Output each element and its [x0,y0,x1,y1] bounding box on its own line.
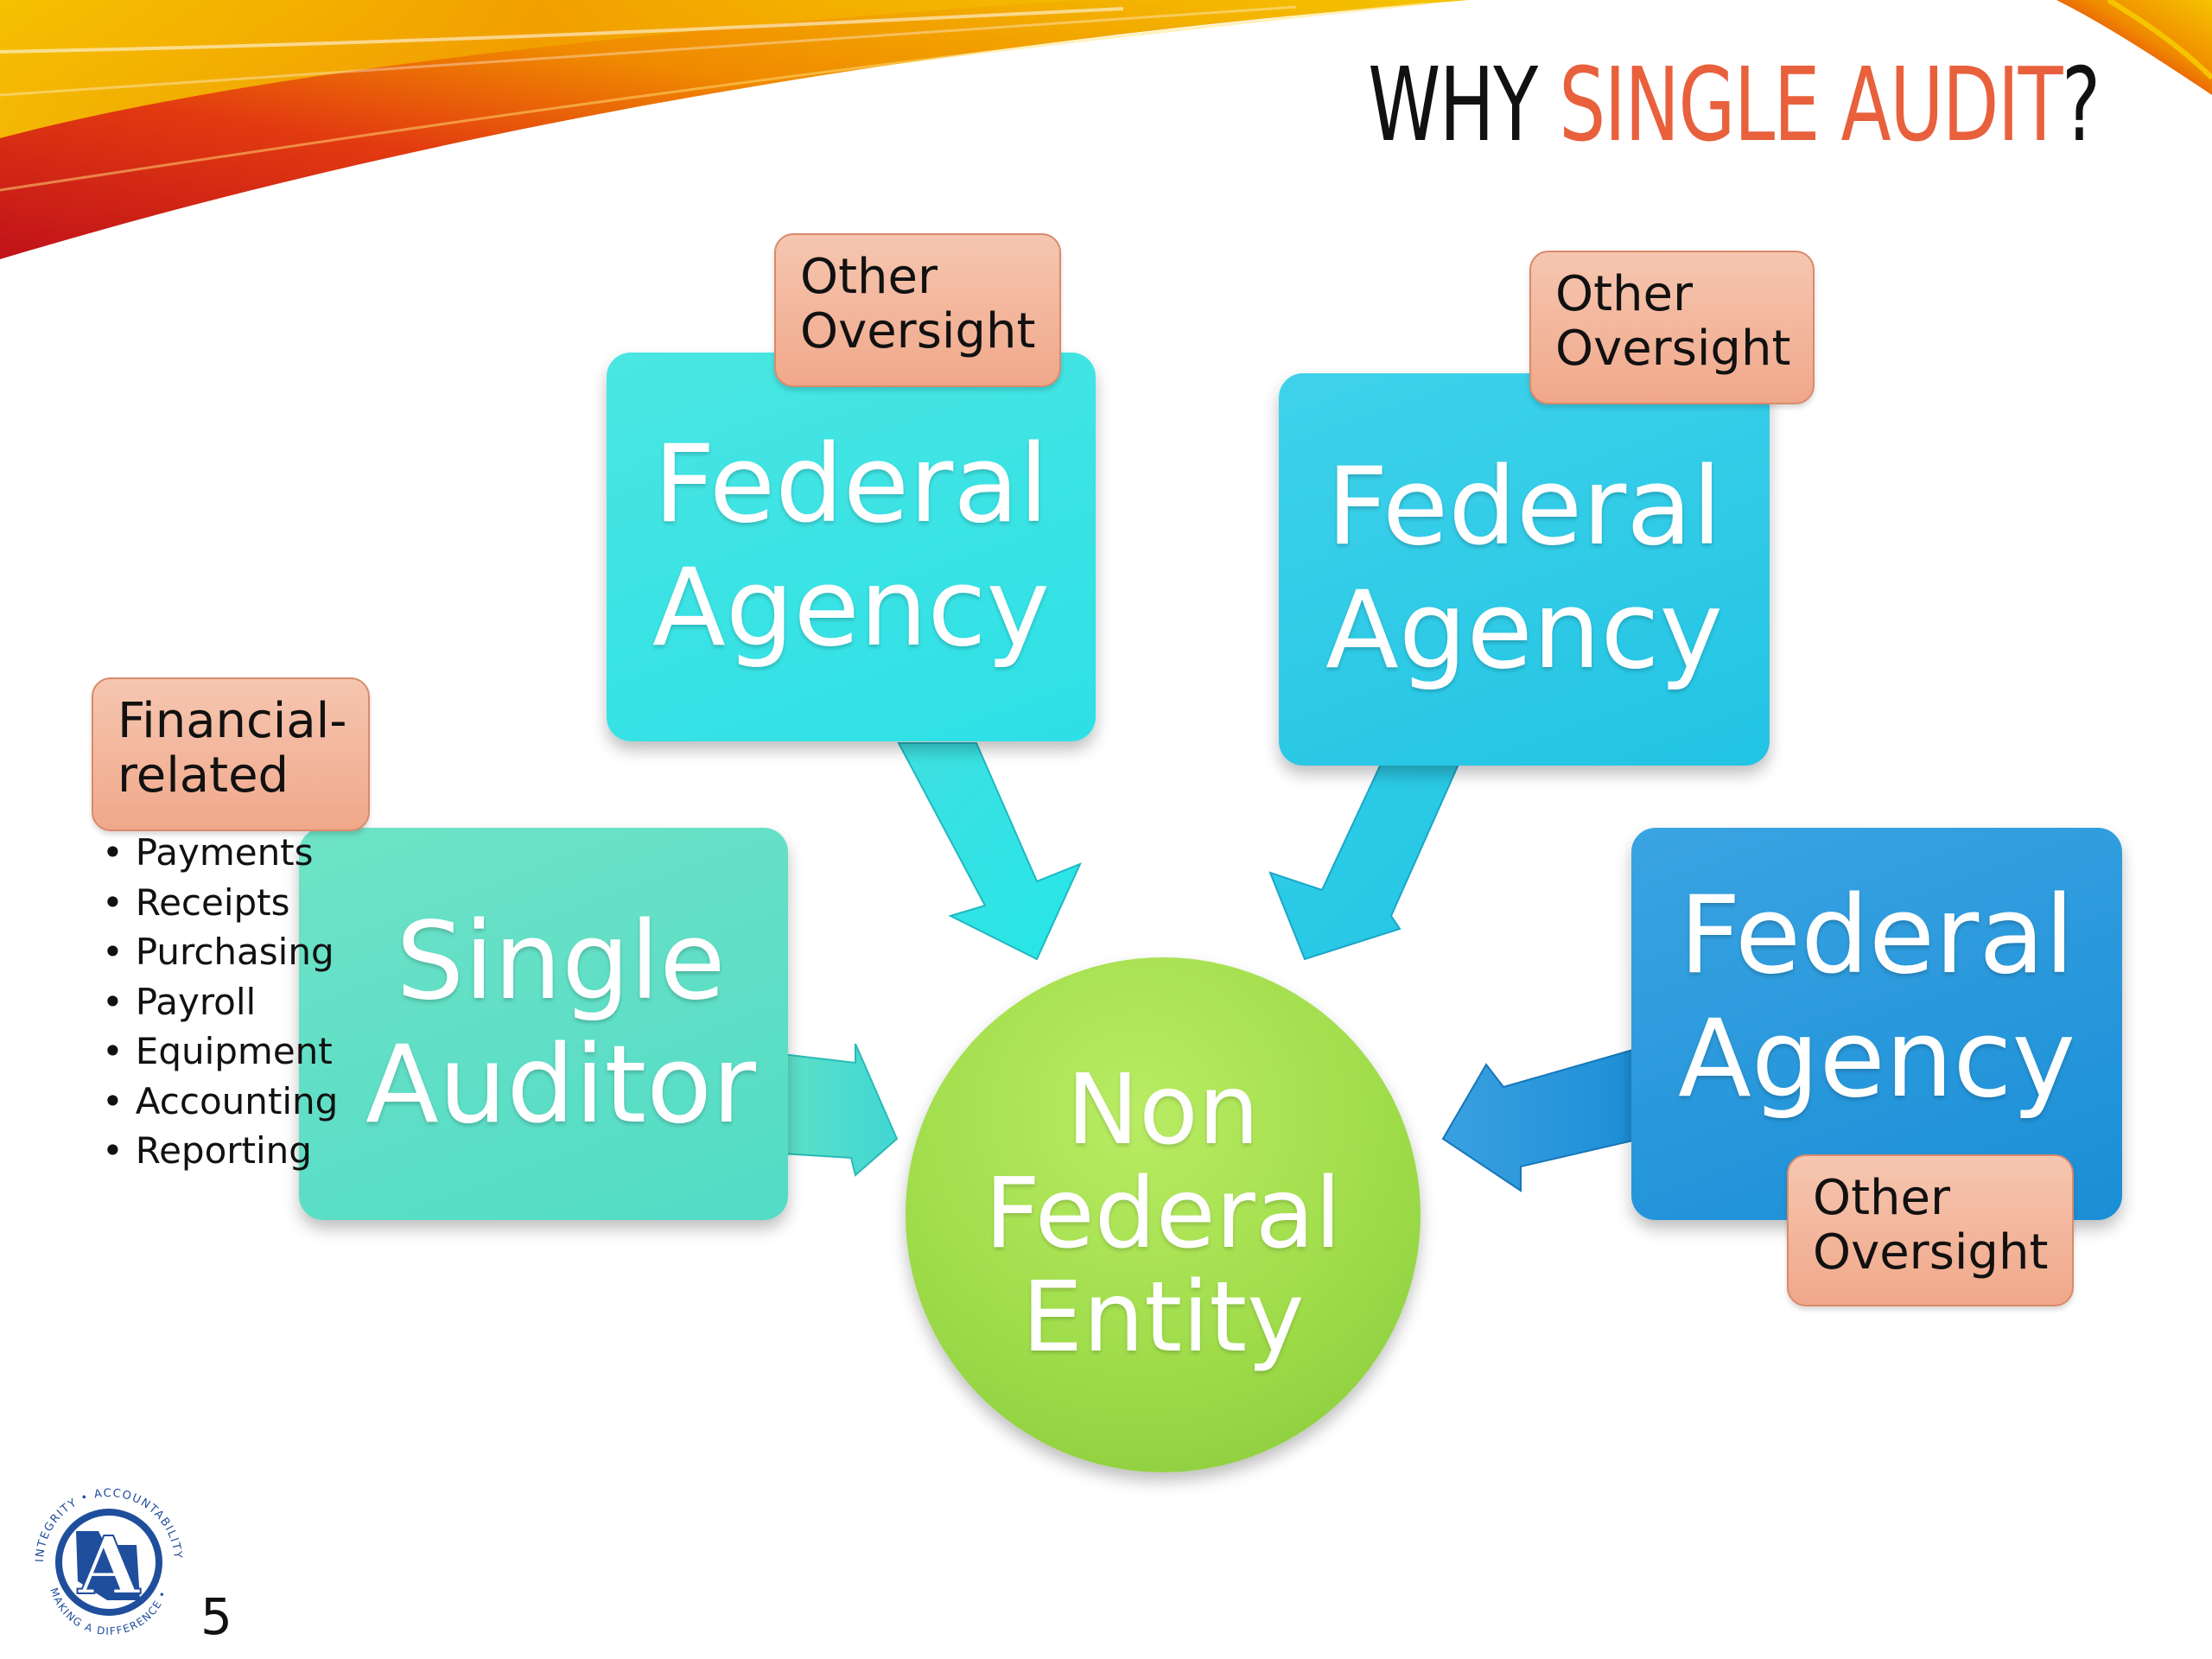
center-line-3: Entity [1021,1261,1305,1374]
non-federal-entity-circle: Non Federal Entity [906,957,1421,1472]
header-swoosh [0,0,2212,259]
financial-tag-line-2: related [118,747,289,804]
list-item: Payments [102,828,338,878]
single-auditor-box: Single Auditor [299,828,788,1220]
list-item: Purchasing [102,927,338,977]
list-item: Reporting [102,1126,338,1176]
agency-2-tag-line-2: Oversight [1555,320,1791,377]
agency-2-oversight-tag: Other Oversight [1529,251,1815,404]
federal-agency-box-1: Federal Agency [607,353,1096,741]
arrow-auditor [781,1043,899,1177]
auditor-bullet-list: Payments Receipts Purchasing Payroll Equ… [102,828,339,1176]
agency-2-tag-line-1: Other [1555,266,1694,322]
arrow-agency3 [1441,1048,1634,1192]
arrow-agency2 [1268,760,1462,961]
title-suffix: ? [2062,45,2101,164]
agency-2-line-2: Agency [1325,569,1723,693]
arizona-auditor-seal-icon: A INTEGRITY • ACCOUNTABILITY MAKING A DI… [29,1483,188,1642]
arrow-agency1 [897,742,1082,961]
agency-1-oversight-tag: Other Oversight [774,233,1061,387]
list-item: Receipts [102,878,338,928]
agency-3-tag-line-1: Other [1813,1170,1951,1226]
svg-text:A: A [77,1519,141,1612]
list-item: Equipment [102,1027,338,1077]
agency-3-tag-line-2: Oversight [1813,1224,2049,1281]
auditor-line-1: Single [396,899,726,1025]
title-accent: SINGLE AUDIT [1559,45,2063,164]
agency-1-tag-line-1: Other [800,249,938,305]
list-item: Payroll [102,977,338,1027]
agency-1-tag-line-2: Oversight [800,302,1036,359]
center-line-1: Non [1066,1054,1260,1167]
agency-1-line-2: Agency [652,546,1050,671]
slide-title: WHY SINGLE AUDIT? [1368,54,2101,156]
financial-tag-line-1: Financial- [118,693,347,749]
agency-3-line-2: Agency [1678,997,2075,1122]
list-item: Accounting [102,1077,339,1127]
title-prefix: WHY [1368,45,1560,164]
financial-related-tag: Financial- related [92,677,370,831]
page-number: 5 [200,1587,232,1646]
federal-agency-box-2: Federal Agency [1279,373,1770,766]
center-line-2: Federal [984,1158,1342,1271]
auditor-line-2: Auditor [365,1023,757,1147]
agency-3-oversight-tag: Other Oversight [1787,1154,2074,1306]
agency-1-line-1: Federal [653,423,1049,548]
agency-2-line-1: Federal [1326,445,1722,570]
agency-3-line-1: Federal [1679,874,2075,999]
